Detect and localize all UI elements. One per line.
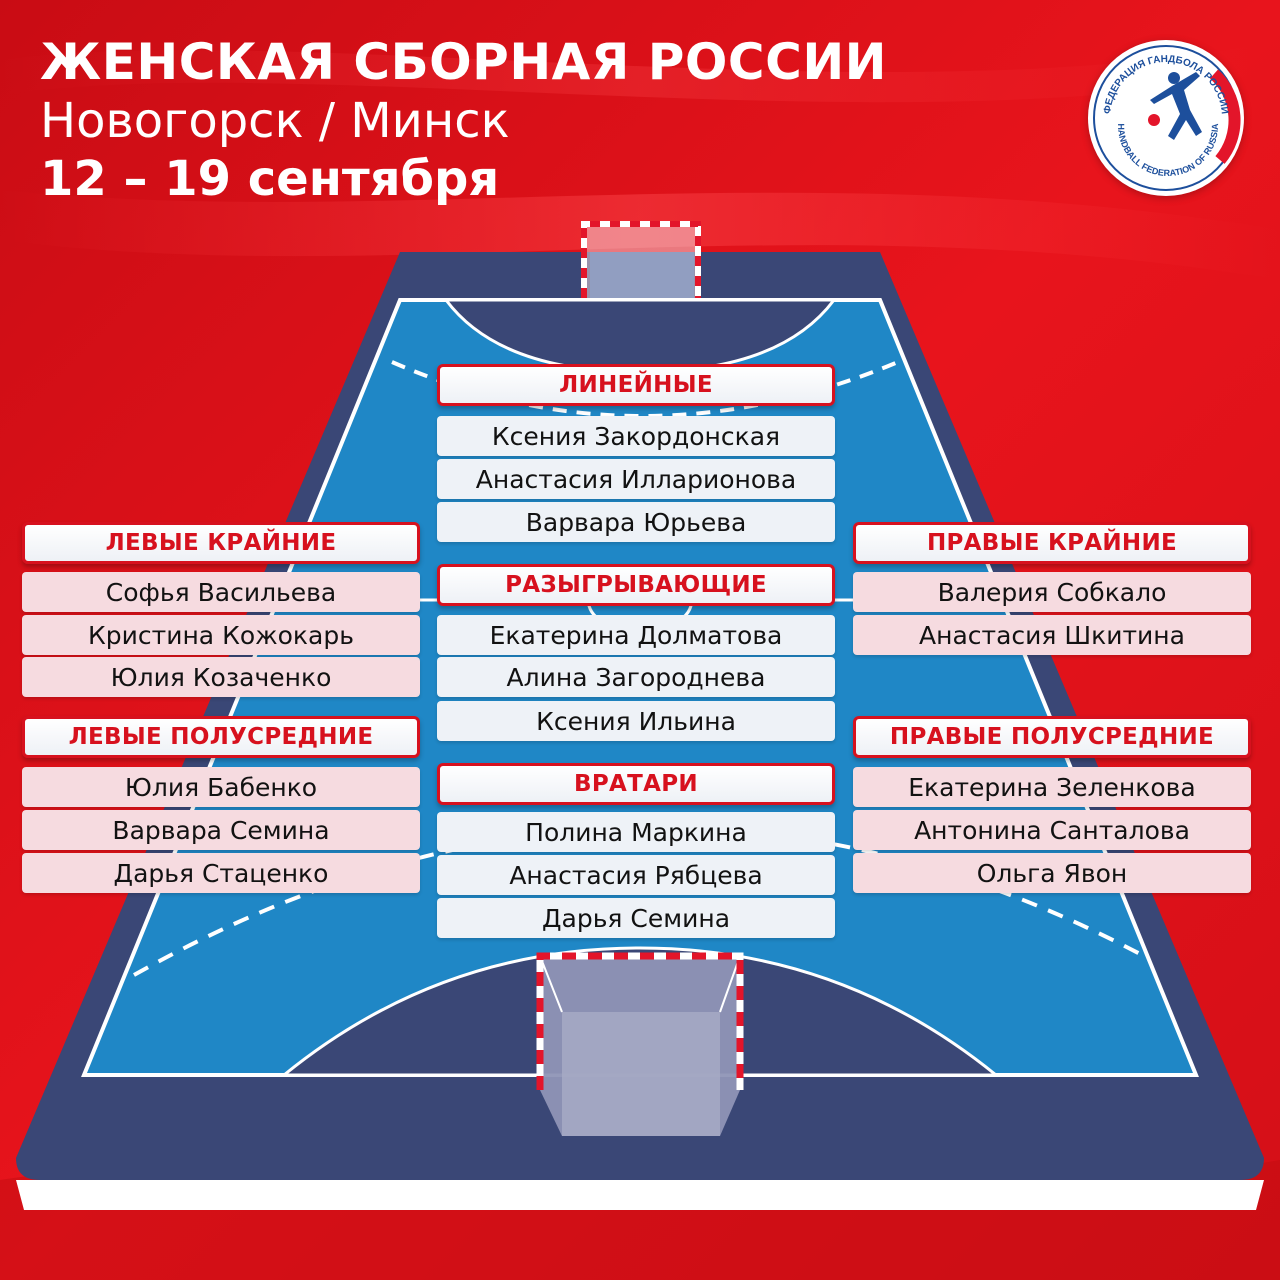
section-centers: РАЗЫГРЫВАЮЩИЕ (437, 564, 835, 606)
bottom-goal (536, 952, 744, 1136)
player-right-wing-2: Анастасия Шкитина (853, 615, 1251, 655)
location: Новогорск / Минск (40, 93, 510, 149)
dates: 12 – 19 сентября (40, 151, 500, 207)
section-left-wings: ЛЕВЫЕ КРАЙНИЕ (22, 522, 420, 564)
player-pivot-3: Варвара Юрьева (437, 502, 835, 542)
player-center-3: Ксения Ильина (437, 701, 835, 741)
player-pivot-2: Анастасия Илларионова (437, 459, 835, 499)
player-right-back-3: Ольга Явон (853, 853, 1251, 893)
section-right-wings: ПРАВЫЕ КРАЙНИЕ (853, 522, 1251, 564)
handball-player-icon (1148, 72, 1202, 140)
player-left-back-1: Юлия Бабенко (22, 767, 420, 807)
federation-logo: ФЕДЕРАЦИЯ ГАНДБОЛА РОССИИ HANDBALL FEDER… (1088, 40, 1244, 196)
player-right-back-2: Антонина Санталова (853, 810, 1251, 850)
section-goalkeepers: ВРАТАРИ (437, 763, 835, 805)
player-center-1: Екатерина Долматова (437, 615, 835, 655)
player-goalkeeper-2: Анастасия Рябцева (437, 855, 835, 895)
player-left-wing-3: Юлия Козаченко (22, 657, 420, 697)
player-center-2: Алина Загороднева (437, 657, 835, 697)
player-goalkeeper-3: Дарья Семина (437, 898, 835, 938)
header: ЖЕНСКАЯ СБОРНАЯ РОССИИ Новогорск / Минск… (40, 32, 887, 208)
section-pivots: ЛИНЕЙНЫЕ (437, 364, 835, 406)
player-right-wing-1: Валерия Собкало (853, 572, 1251, 612)
top-goal (581, 221, 701, 298)
player-left-wing-1: Софья Васильева (22, 572, 420, 612)
player-right-back-1: Екатерина Зеленкова (853, 767, 1251, 807)
section-left-backs: ЛЕВЫЕ ПОЛУСРЕДНИЕ (22, 716, 420, 758)
player-pivot-1: Ксения Закордонская (437, 416, 835, 456)
svg-text:HANDBALL FEDERATION OF RUSSIA: HANDBALL FEDERATION OF RUSSIA (1116, 123, 1220, 178)
section-right-backs: ПРАВЫЕ ПОЛУСРЕДНИЕ (853, 716, 1251, 758)
player-left-back-3: Дарья Стаценко (22, 853, 420, 893)
player-left-back-2: Варвара Семина (22, 810, 420, 850)
page-title: ЖЕНСКАЯ СБОРНАЯ РОССИИ (40, 33, 888, 91)
logo-text-bottom: HANDBALL FEDERATION OF RUSSIA (1116, 123, 1220, 178)
player-left-wing-2: Кристина Кожокарь (22, 615, 420, 655)
logo-text-top: ФЕДЕРАЦИЯ ГАНДБОЛА РОССИИ (1102, 54, 1230, 115)
svg-text:ФЕДЕРАЦИЯ ГАНДБОЛА РОССИИ: ФЕДЕРАЦИЯ ГАНДБОЛА РОССИИ (1102, 54, 1230, 115)
player-goalkeeper-1: Полина Маркина (437, 812, 835, 852)
